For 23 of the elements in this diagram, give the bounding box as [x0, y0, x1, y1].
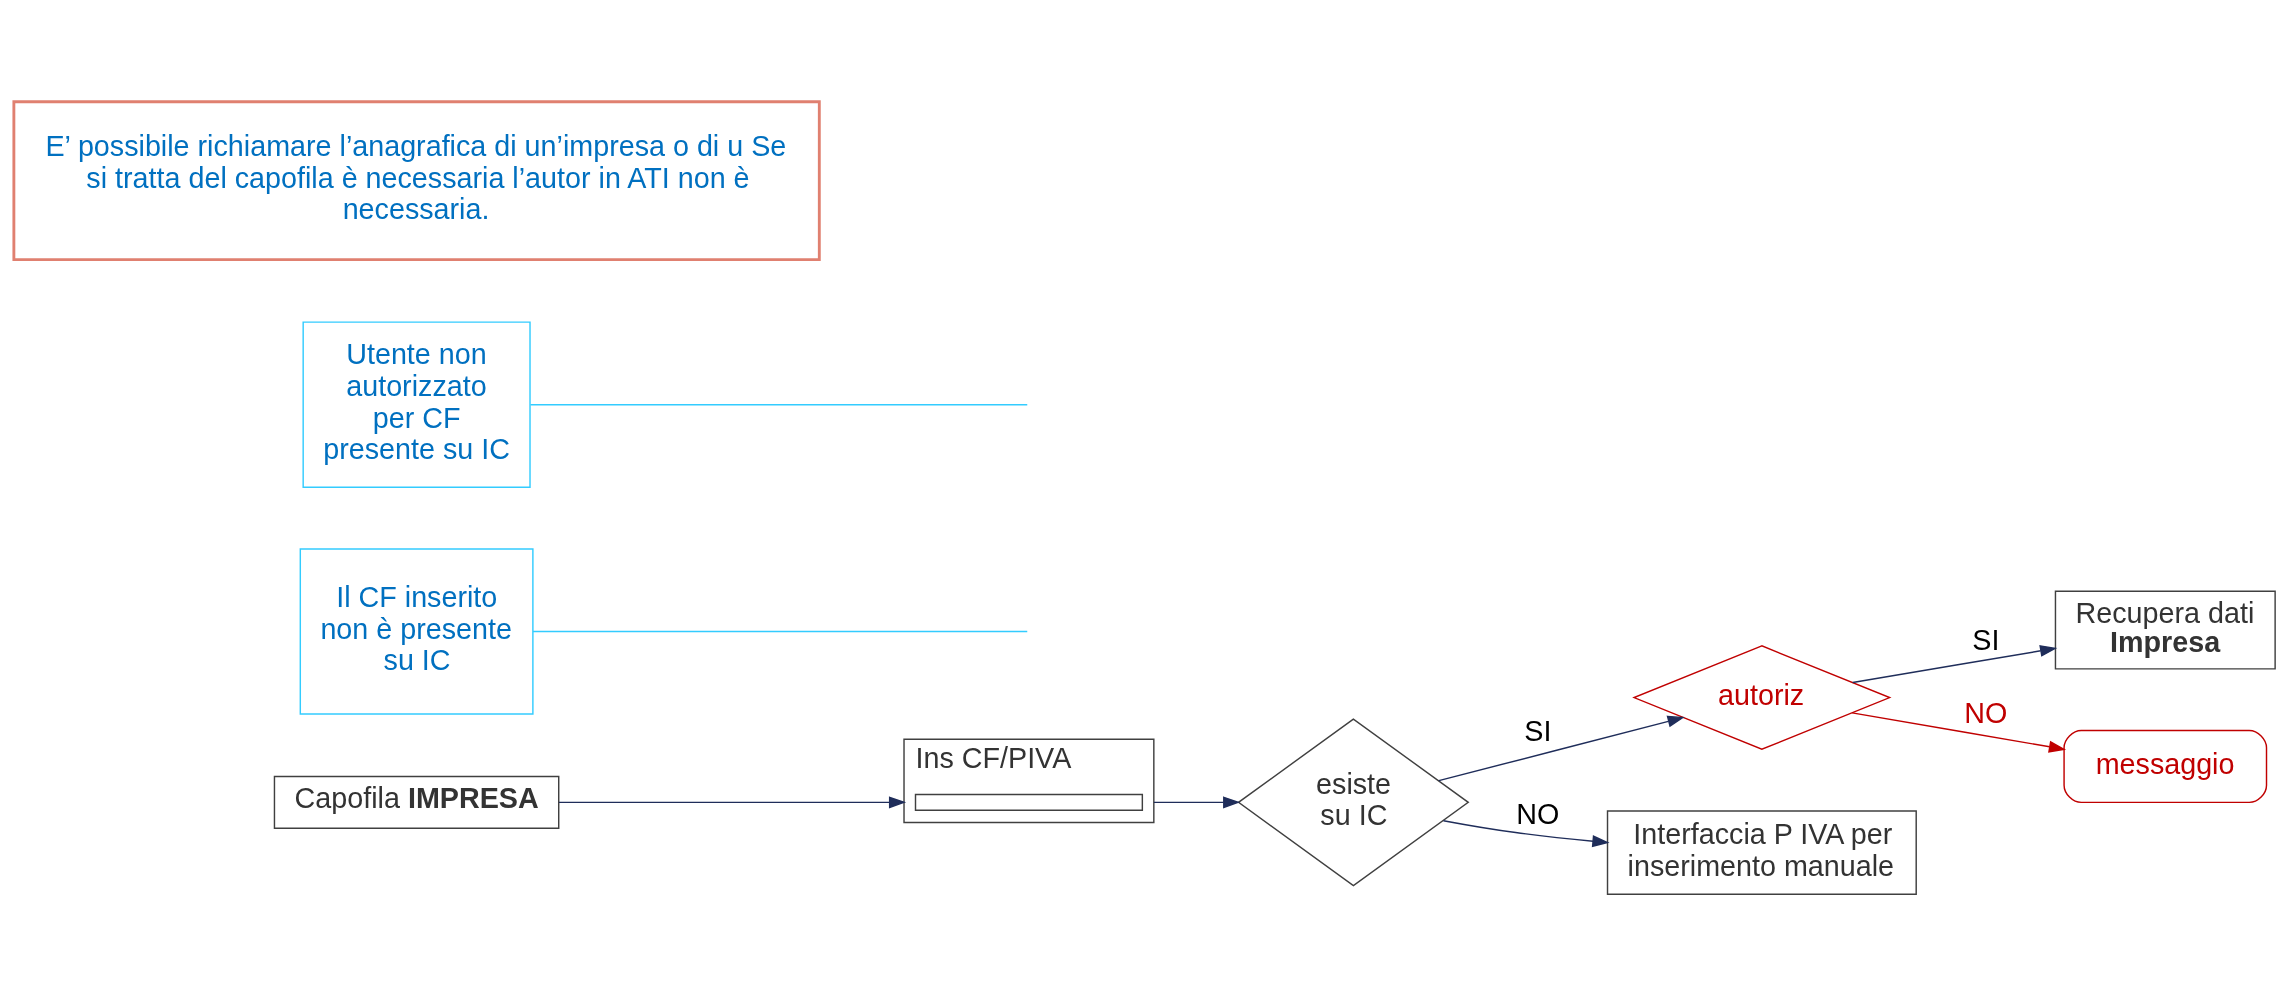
node-box: Recupera dati Impresa [2054, 590, 2276, 670]
node-box: Capofila IMPRESA [273, 775, 560, 829]
edge-label: SI [1524, 714, 1552, 747]
arrow [1442, 819, 1610, 848]
node-box: E’ possibile richiamare l’anagrafica di un’impresa o di u Se si tratta del capofila è necessaria l’autor in ATI non è necessaria. [12, 100, 821, 262]
node-box: Interfaccia P IVA per inserimento manuale [1606, 810, 1917, 895]
node-diamond: esiste su IC [1237, 718, 1470, 887]
connector [532, 630, 1028, 633]
edge-label: NO [1516, 797, 1560, 830]
node-box: messaggio [2063, 729, 2268, 804]
arrow [1851, 712, 2067, 753]
arrow [558, 796, 907, 809]
edge-label: NO [1964, 697, 2008, 730]
connector [529, 403, 1028, 406]
node-diamond: autoriz [1632, 645, 1892, 751]
node-box: Il CF inserito non è presente su IC [299, 548, 534, 715]
arrow [1438, 715, 1685, 782]
cluster: Ins CF/PIVA [903, 738, 1155, 824]
node-box: Utente non autorizzato per CF presente su IC [302, 321, 531, 488]
edge-label: SI [1972, 624, 2000, 657]
arrow [1153, 796, 1241, 809]
arrow [1851, 644, 2058, 684]
node-box [914, 793, 1144, 811]
